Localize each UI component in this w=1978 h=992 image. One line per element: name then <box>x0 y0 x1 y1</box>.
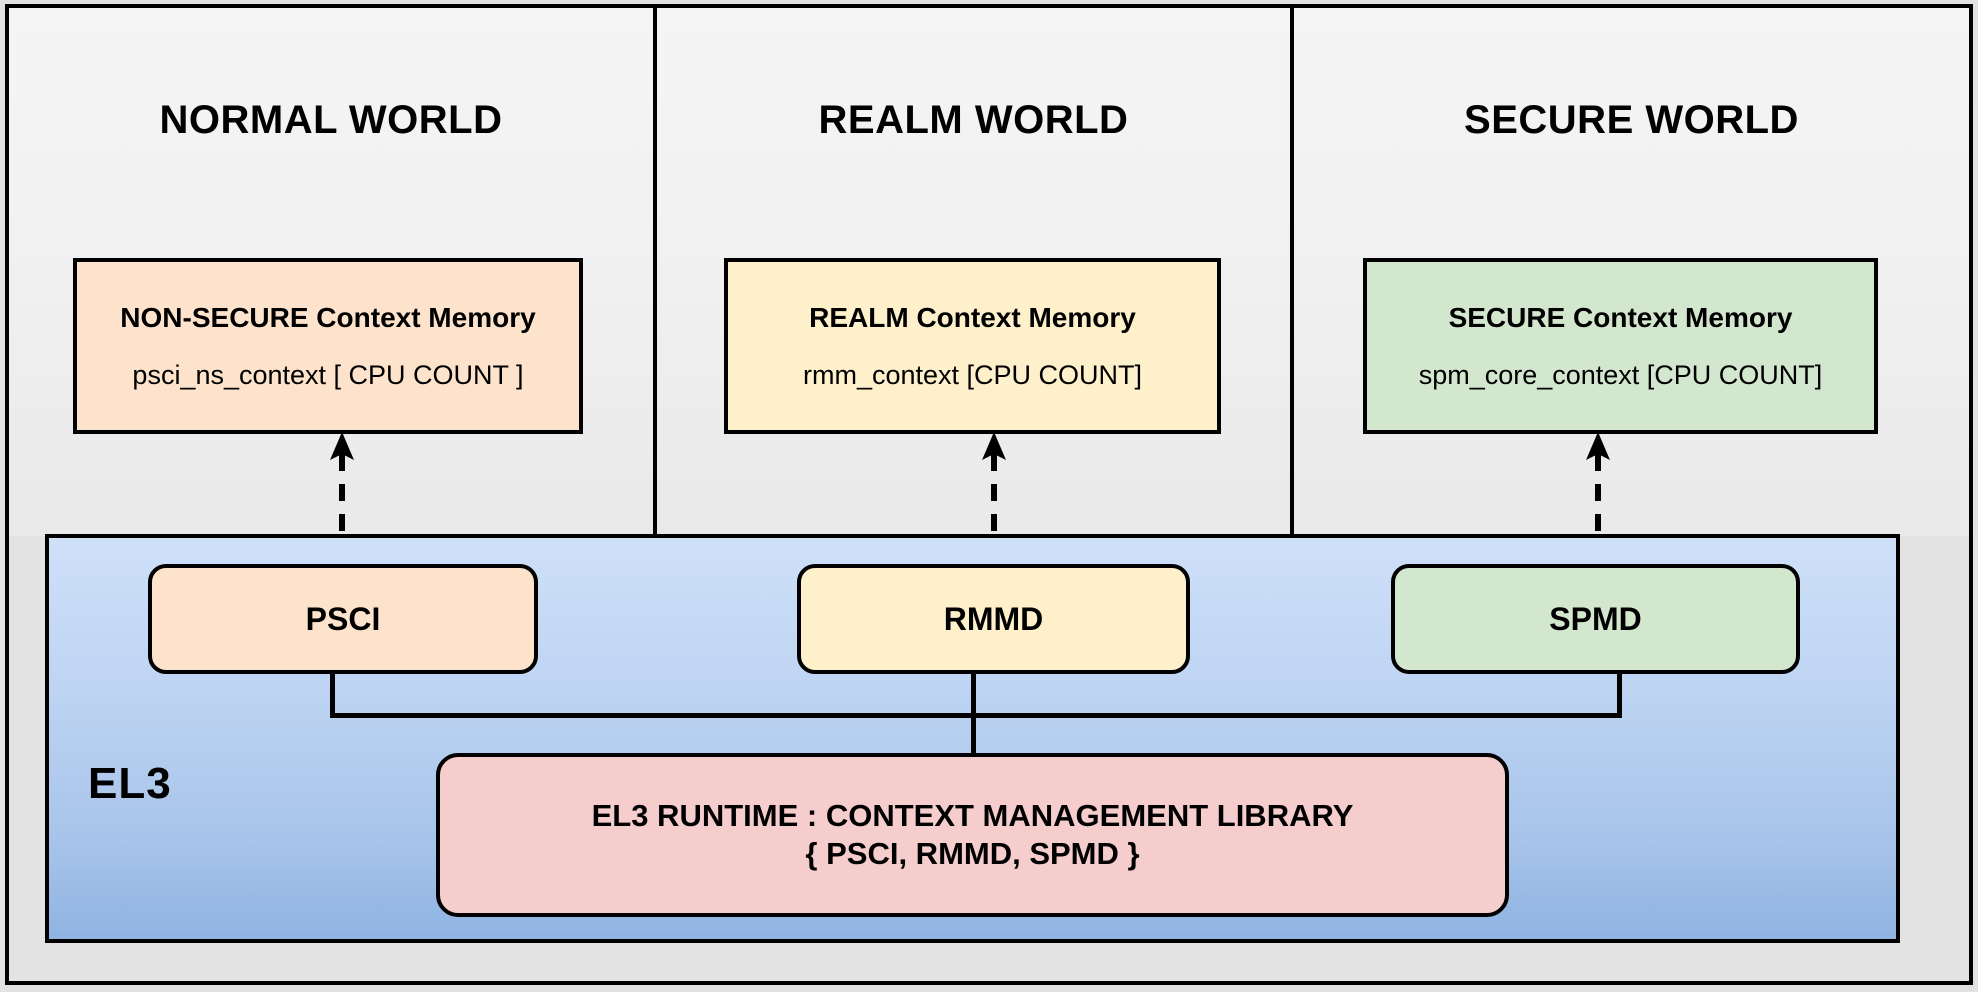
el3-runtime-library-line1: EL3 RUNTIME : CONTEXT MANAGEMENT LIBRARY <box>591 798 1354 834</box>
el3-runtime-library-box[interactable]: EL3 RUNTIME : CONTEXT MANAGEMENT LIBRARY… <box>436 753 1509 917</box>
context-memory-title-secure: SECURE Context Memory <box>1448 301 1793 333</box>
world-title-secure: SECURE WORLD <box>1464 98 1799 142</box>
dispatcher-box-spmd[interactable]: SPMD <box>1391 564 1800 674</box>
context-memory-box-realm: REALM Context Memory rmm_context [CPU CO… <box>724 258 1221 434</box>
dispatcher-label-spmd: SPMD <box>1549 600 1642 637</box>
context-memory-subtitle-non-secure: psci_ns_context [ CPU COUNT ] <box>132 359 524 390</box>
connector-psci-vertical <box>330 672 335 717</box>
world-column-realm: REALM WORLD <box>657 0 1290 992</box>
context-memory-subtitle-realm: rmm_context [CPU COUNT] <box>802 359 1143 390</box>
world-title-normal: NORMAL WORLD <box>159 98 503 142</box>
context-memory-box-non-secure: NON-SECURE Context Memory psci_ns_contex… <box>73 258 583 434</box>
world-column-secure: SECURE WORLD <box>1294 0 1969 992</box>
context-memory-title-realm: REALM Context Memory <box>809 301 1136 333</box>
connector-rmmd-vertical <box>971 672 976 717</box>
connector-horizontal-bus <box>330 713 1622 718</box>
context-memory-title-non-secure: NON-SECURE Context Memory <box>120 301 536 333</box>
world-column-normal: NORMAL WORLD <box>9 0 653 992</box>
world-divider-normal-realm <box>653 8 657 536</box>
el3-panel-label: EL3 <box>88 759 172 808</box>
connector-spmd-vertical <box>1617 672 1622 717</box>
dispatcher-label-rmmd: RMMD <box>943 600 1044 637</box>
context-memory-box-secure: SECURE Context Memory spm_core_context [… <box>1363 258 1878 434</box>
dispatcher-label-psci: PSCI <box>305 600 381 637</box>
connector-bus-to-runtime <box>971 713 976 757</box>
context-memory-subtitle-secure: spm_core_context [CPU COUNT] <box>1418 359 1823 390</box>
world-divider-realm-secure <box>1290 8 1294 536</box>
el3-runtime-library-line2: { PSCI, RMMD, SPMD } <box>805 836 1140 871</box>
world-title-realm: REALM WORLD <box>818 98 1129 142</box>
dispatcher-box-rmmd[interactable]: RMMD <box>797 564 1190 674</box>
dispatcher-box-psci[interactable]: PSCI <box>148 564 538 674</box>
